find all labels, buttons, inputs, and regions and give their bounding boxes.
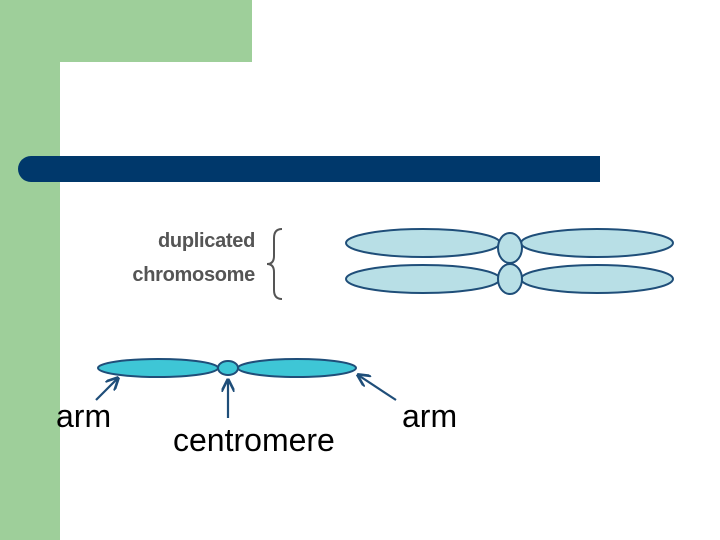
curly-brace	[266, 228, 283, 300]
single-left-arm	[97, 358, 219, 378]
label-centromere: centromere	[173, 422, 335, 458]
chromatid-top-right-arm	[520, 228, 674, 258]
duplicated-label-line2: chromosome	[132, 264, 255, 286]
single-right-arm	[237, 358, 357, 378]
arrow-arm-right	[358, 375, 397, 401]
duplicated-label-line1: duplicated	[157, 230, 255, 252]
single-chromosome	[97, 358, 357, 378]
background-green-left	[0, 0, 60, 540]
label-arm-right: arm	[402, 398, 458, 434]
chromatid-bottom-left-arm	[345, 264, 501, 294]
duplicated-chromosome	[345, 228, 674, 295]
single-centromere	[217, 360, 239, 376]
centromere-top	[497, 232, 523, 264]
arrow-arm-left	[95, 378, 118, 401]
chromatid-top-left-arm	[345, 228, 501, 258]
slide-content-area	[60, 62, 720, 540]
centromere-bottom	[497, 263, 523, 295]
title-bar	[18, 156, 600, 182]
label-arm-left: arm	[56, 398, 112, 434]
chromatid-bottom-right-arm	[520, 264, 674, 294]
